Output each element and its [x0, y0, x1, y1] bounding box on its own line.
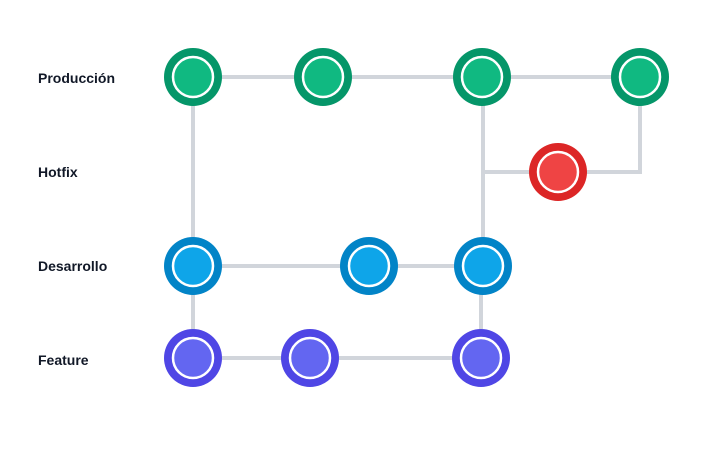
lane-label-feature: Feature: [38, 352, 89, 368]
commit-node-produccion: [294, 48, 352, 106]
commit-node-produccion: [453, 48, 511, 106]
commit-node-feature: [452, 329, 510, 387]
commit-node-feature: [281, 329, 339, 387]
lane-label-desarrollo: Desarrollo: [38, 258, 108, 274]
lane-label-produccion: Producción: [38, 70, 116, 86]
commit-node-desarrollo: [164, 237, 222, 295]
commit-node-desarrollo: [340, 237, 398, 295]
commit-node-feature: [164, 329, 222, 387]
commit-node-desarrollo: [454, 237, 512, 295]
commit-node-produccion: [164, 48, 222, 106]
commit-node-produccion: [611, 48, 669, 106]
commits: [164, 48, 669, 387]
commit-node-hotfix: [529, 143, 587, 201]
lane-label-hotfix: Hotfix: [38, 164, 78, 180]
connectors: [191, 75, 642, 360]
